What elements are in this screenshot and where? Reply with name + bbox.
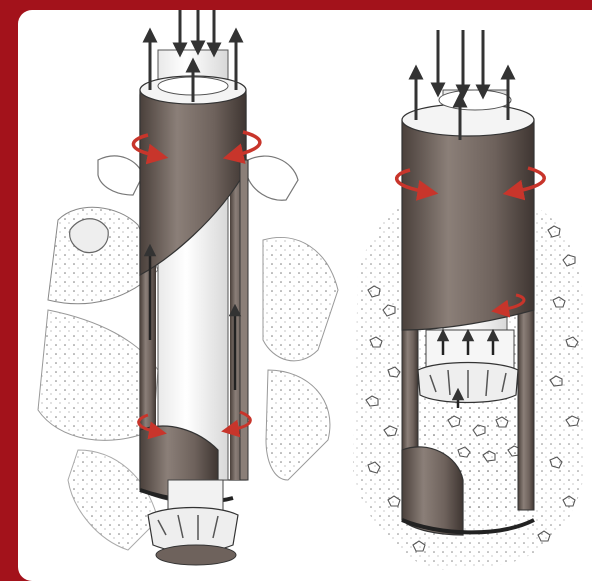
right-drilling-assembly — [353, 30, 583, 570]
left-drilling-assembly — [38, 10, 338, 565]
outer-casing — [402, 111, 534, 330]
illustration-panel — [18, 10, 592, 581]
